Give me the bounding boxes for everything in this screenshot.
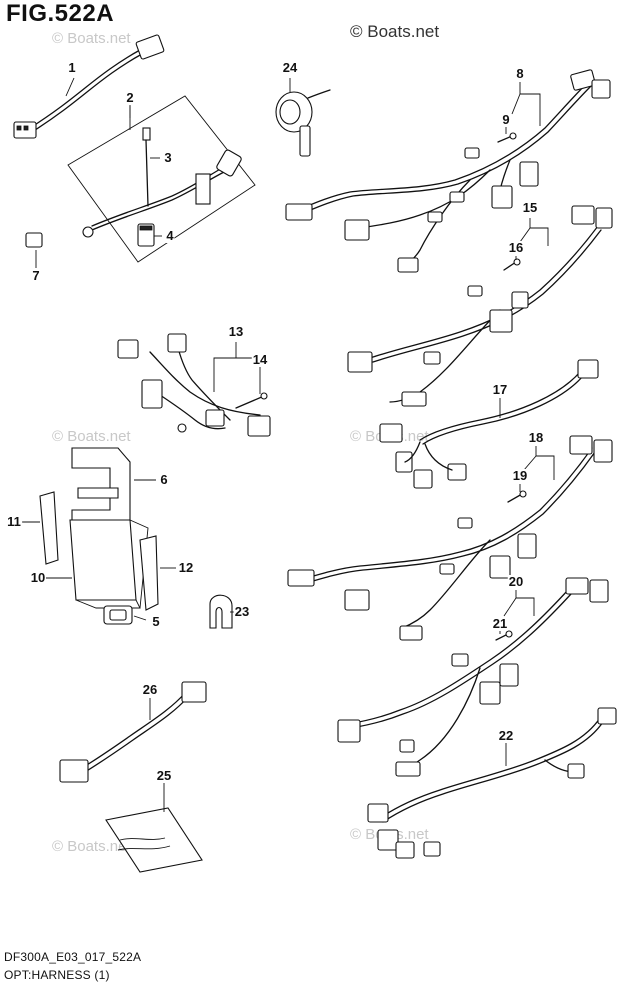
part-17-harness	[379, 359, 599, 489]
drawing-code: DF300A_E03_017_522A	[4, 950, 142, 964]
part-10-module	[69, 519, 149, 609]
part-12-bracket	[139, 535, 159, 611]
watermark-faint: © Boats.net	[52, 428, 131, 445]
part-18-harness	[287, 435, 613, 641]
callout-22: 22	[497, 728, 515, 743]
part-4-clip	[137, 223, 155, 247]
watermark-faint: © Boats.net	[52, 30, 131, 47]
watermark-faint: © Boats.net	[52, 838, 131, 855]
callout-18: 18	[527, 430, 545, 445]
callout-7: 7	[31, 268, 41, 283]
callout-21: 21	[491, 616, 509, 631]
part-3-cable-tie	[142, 127, 151, 207]
callout-23: 23	[233, 604, 251, 619]
callout-16: 16	[507, 240, 525, 255]
part-8-main-harness	[285, 69, 611, 273]
callout-13: 13	[227, 324, 245, 339]
part-16-screw	[503, 258, 521, 271]
part-14-clip	[235, 392, 268, 409]
part-24-buzzer	[275, 89, 331, 157]
part-1-short-harness	[13, 34, 165, 139]
callout-4: 4	[165, 228, 175, 243]
callout-3: 3	[163, 150, 173, 165]
callout-26: 26	[141, 682, 159, 697]
callout-1: 1	[67, 60, 77, 75]
part-2-ground-cable	[82, 149, 242, 238]
part-22-harness	[367, 707, 617, 859]
figure-description: OPT:HARNESS (1)	[4, 968, 110, 982]
part-15-harness	[347, 205, 613, 407]
callout-10: 10	[29, 570, 47, 585]
callout-5: 5	[151, 614, 161, 629]
part-20-harness	[337, 577, 609, 777]
callout-17: 17	[491, 382, 509, 397]
callout-8: 8	[515, 66, 525, 81]
watermark-main: © Boats.net	[350, 22, 440, 41]
callout-20: 20	[507, 574, 525, 589]
callout-9: 9	[501, 112, 511, 127]
callout-19: 19	[511, 468, 529, 483]
callout-25: 25	[155, 768, 173, 783]
callout-14: 14	[251, 352, 269, 367]
part-21-screw	[495, 630, 513, 641]
part-23-clamp	[209, 594, 233, 629]
part-5-grommet	[103, 605, 133, 625]
callout-2: 2	[125, 90, 135, 105]
part-26-harness	[59, 681, 207, 783]
callout-24: 24	[281, 60, 299, 75]
part-9-screw	[497, 132, 517, 143]
part-11-bracket	[39, 491, 59, 565]
leader-lines	[22, 77, 555, 812]
part-13-harness	[117, 333, 271, 437]
part-19-screw	[507, 490, 527, 503]
callout-15: 15	[521, 200, 539, 215]
callout-12: 12	[177, 560, 195, 575]
callout-11: 11	[6, 514, 22, 529]
part-25-bag	[105, 807, 203, 873]
figure-title: FIG.522A	[6, 0, 115, 27]
callout-6: 6	[159, 472, 169, 487]
part-2-kit-box	[67, 95, 256, 263]
part-7-cap	[25, 232, 43, 248]
part-6-cover	[71, 447, 131, 531]
